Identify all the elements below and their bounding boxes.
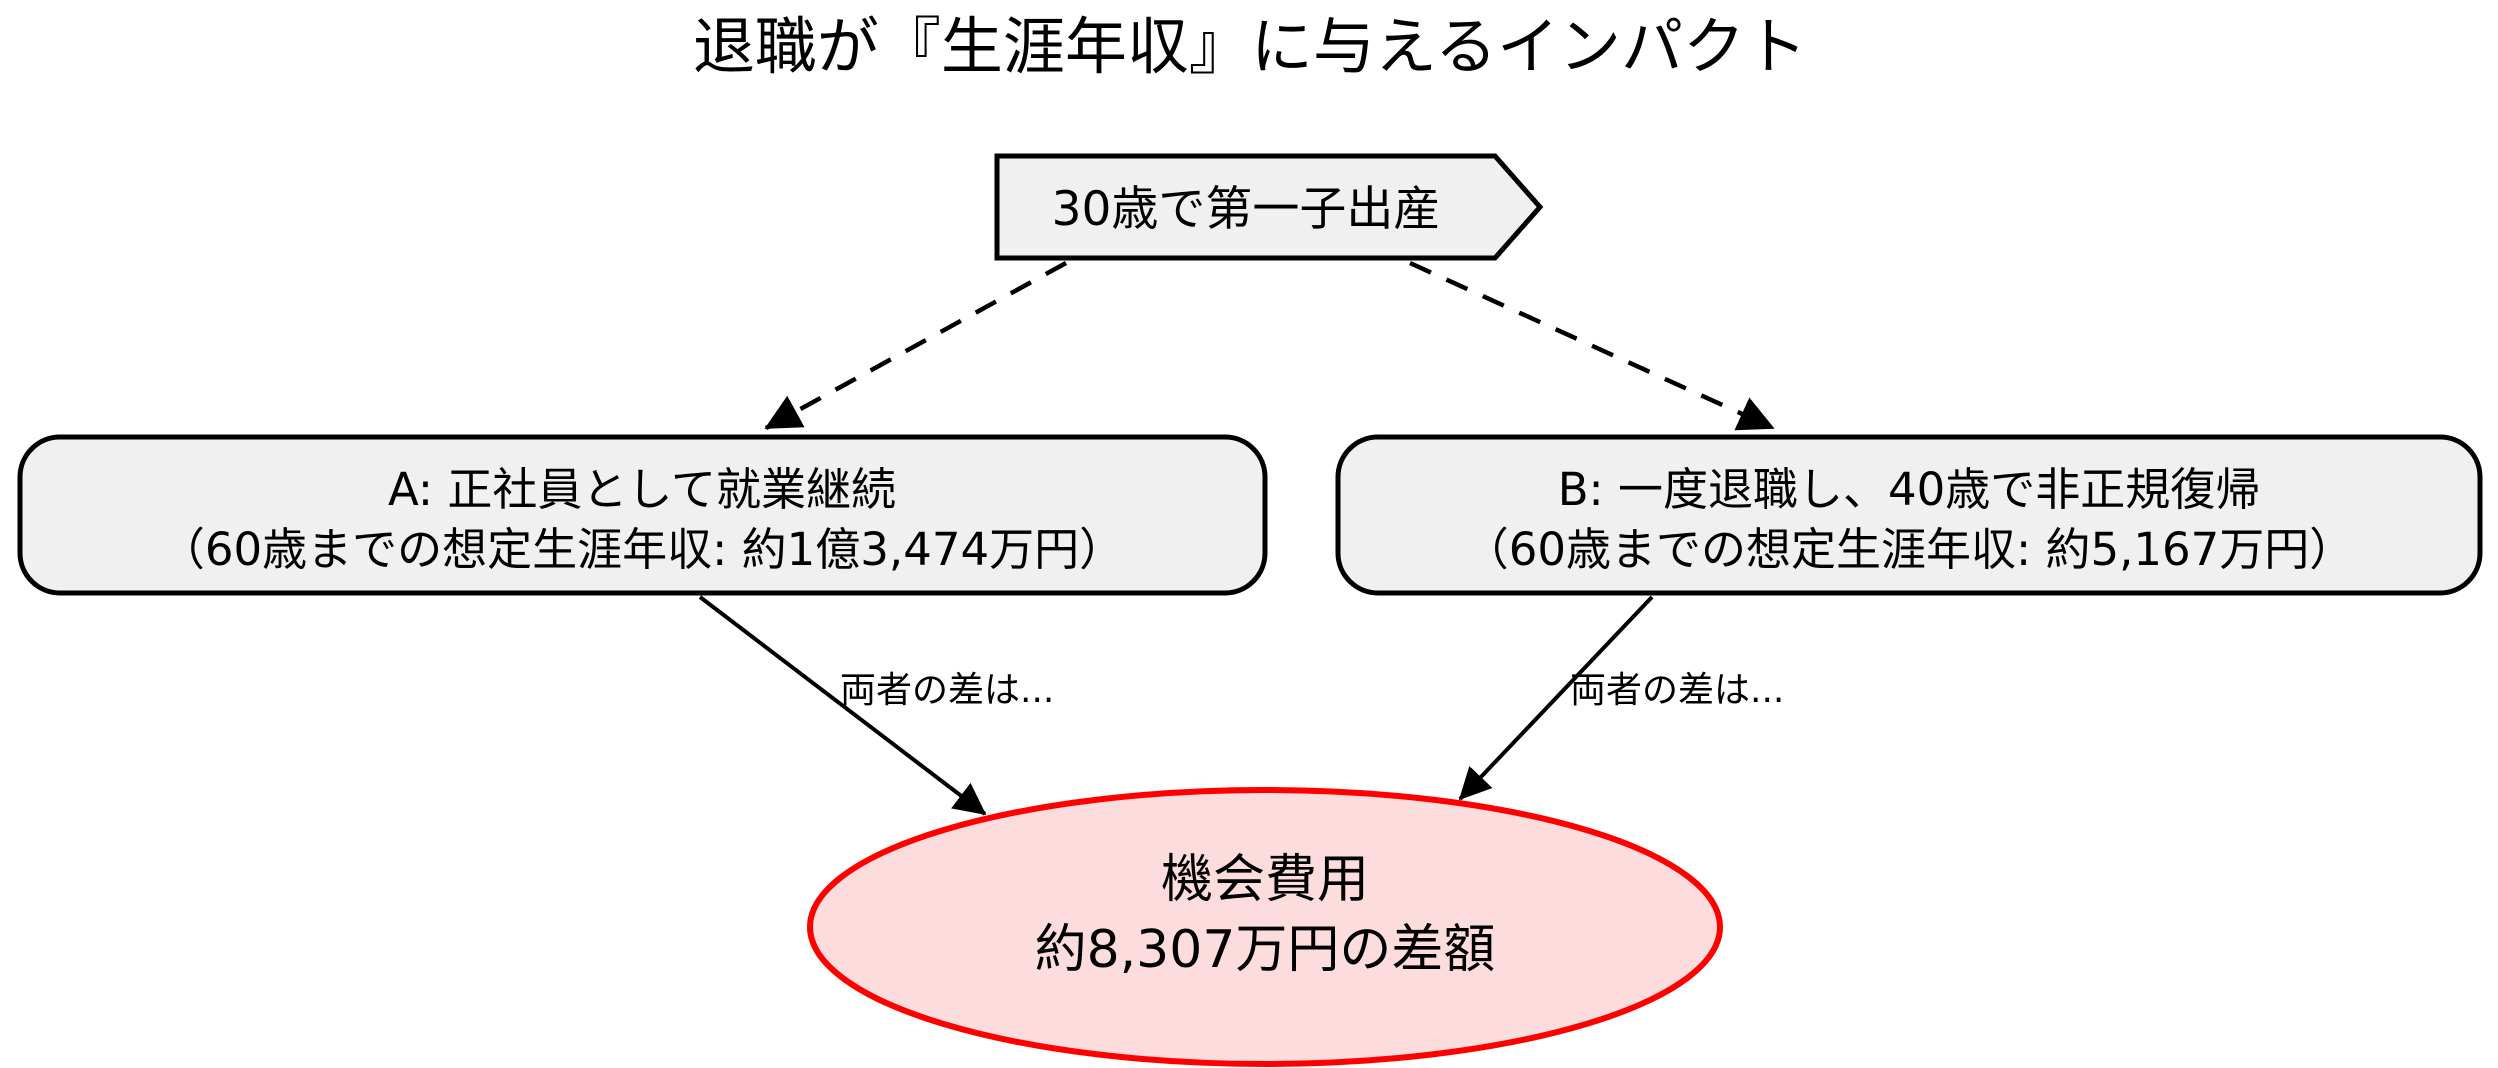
node-scenario-a-line1: A: 正社員として就業継続 [388,463,896,516]
node-result-opportunity-cost [807,787,1723,1067]
node-result-line1: 機会費用 [1161,850,1369,910]
node-scenario-a-line2: （60歳までの想定生涯年収: 約1億3,474万円） [160,523,1124,576]
node-scenario-b-line2: （60歳までの想定生涯年収: 約5,167万円） [1464,523,2355,576]
edge-label-difference-b: 両者の差は... [1570,670,1784,711]
diagram-title: 退職が『生涯年収』に与えるインパクト [693,10,1807,83]
node-scenario-b [1335,434,2483,596]
node-scenario-b-line1: B: 一度退職し、40歳で非正規復帰 [1558,463,2261,516]
node-result-line2: 約8,307万円の差額 [1035,920,1496,980]
edge-event-to-scenario-a [764,261,1068,430]
edge-event-to-scenario-b [1409,260,1775,431]
edge-scenario-b-to-result [1458,595,1654,801]
node-scenario-a [17,434,1268,596]
node-event-birth-label: 30歳で第一子出産 [1052,182,1441,237]
edge-label-difference-a: 両者の差は... [840,670,1054,711]
edge-scenario-a-to-result [698,595,987,816]
node-event-birth [994,153,1544,261]
